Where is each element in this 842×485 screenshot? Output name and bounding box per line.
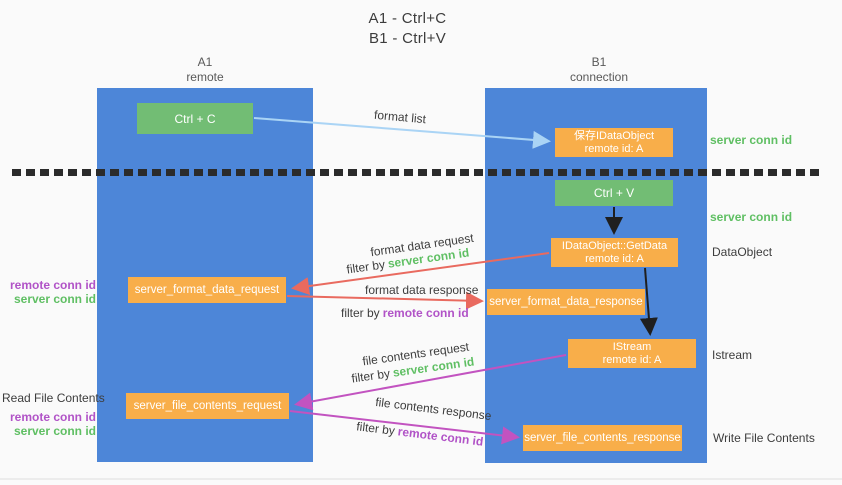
filter-id-2: remote conn id [382, 306, 469, 320]
lifeline-b1-role: connection [569, 70, 629, 84]
node-ctrl-v-label: Ctrl + V [593, 186, 635, 200]
node-ctrl-c-label: Ctrl + C [174, 111, 216, 126]
node-server-format-data-response-label: server_format_data_response [489, 296, 643, 308]
node-server-file-contents-response-label: server_file_contents_response [524, 432, 681, 444]
filter-id-4: remote conn id [396, 424, 485, 449]
filter-prefix-4: filter by [355, 419, 396, 438]
node-server-format-data-response: server_format_data_response [487, 289, 645, 315]
filter-prefix-1: filter by [345, 257, 386, 277]
node-save-idataobject-line2: remote id: A [584, 142, 644, 155]
node-save-idataobject-line1: 保存IDataObject [573, 129, 655, 142]
edge-label-format-data-response: format data response [365, 283, 479, 297]
side-label-istream: Istream [712, 348, 753, 362]
node-istream-line2: remote id: A [602, 353, 662, 366]
filter-prefix-3: filter by [350, 366, 391, 386]
lifeline-a1-name: A1 [197, 55, 213, 69]
edge-label-file-contents-response: file contents response [374, 394, 493, 424]
node-save-idataobject: 保存IDataObject remote id: A [555, 128, 673, 157]
node-idataobject-getdata-line2: remote id: A [585, 252, 644, 265]
node-server-file-contents-response: server_file_contents_response [523, 425, 682, 451]
node-server-format-data-request: server_format_data_request [128, 277, 286, 303]
node-ctrl-v: Ctrl + V [555, 180, 673, 206]
node-idataobject-getdata: IDataObject::GetData remote id: A [551, 238, 678, 267]
side-label-server-conn-id-mid: server conn id [710, 210, 793, 224]
lifeline-b1-name: B1 [591, 55, 607, 69]
node-istream: IStream remote id: A [568, 339, 696, 368]
title-line-1: A1 - Ctrl+C [368, 10, 447, 27]
node-ctrl-c: Ctrl + C [137, 103, 253, 134]
filter-prefix-2: filter by [341, 306, 380, 320]
side-label-dataobject: DataObject [712, 245, 773, 259]
side-label-server-conn-id-1: server conn id [13, 292, 96, 306]
side-label-remote-conn-id-2: remote conn id [9, 410, 96, 424]
node-server-format-data-request-label: server_format_data_request [134, 284, 280, 296]
node-server-file-contents-request: server_file_contents_request [126, 393, 289, 419]
side-label-server-conn-id-top: server conn id [710, 133, 793, 147]
node-idataobject-getdata-line1: IDataObject::GetData [561, 239, 668, 252]
side-label-server-conn-id-2: server conn id [13, 424, 96, 438]
diagram-title: A1 - Ctrl+C B1 - Ctrl+V [300, 9, 515, 49]
side-label-write-file-contents: Write File Contents [713, 431, 815, 445]
lifeline-a1-role: remote [186, 70, 224, 84]
side-label-read-file-contents: Read File Contents [2, 391, 105, 405]
phase-separator-dashed-line [12, 169, 824, 176]
edge-label-format-list: format list [373, 107, 427, 127]
bottom-divider [0, 478, 842, 480]
lifeline-header-a1: A1 remote [135, 55, 275, 85]
title-line-2: B1 - Ctrl+V [368, 30, 447, 47]
side-label-remote-conn-id-1: remote conn id [9, 278, 96, 292]
node-istream-line1: IStream [612, 340, 652, 353]
lifeline-header-b1: B1 connection [529, 55, 669, 85]
edge-label-filter-by-remote-conn-id-2: filter byremote conn id [356, 419, 484, 448]
node-server-file-contents-request-label: server_file_contents_request [133, 400, 282, 412]
